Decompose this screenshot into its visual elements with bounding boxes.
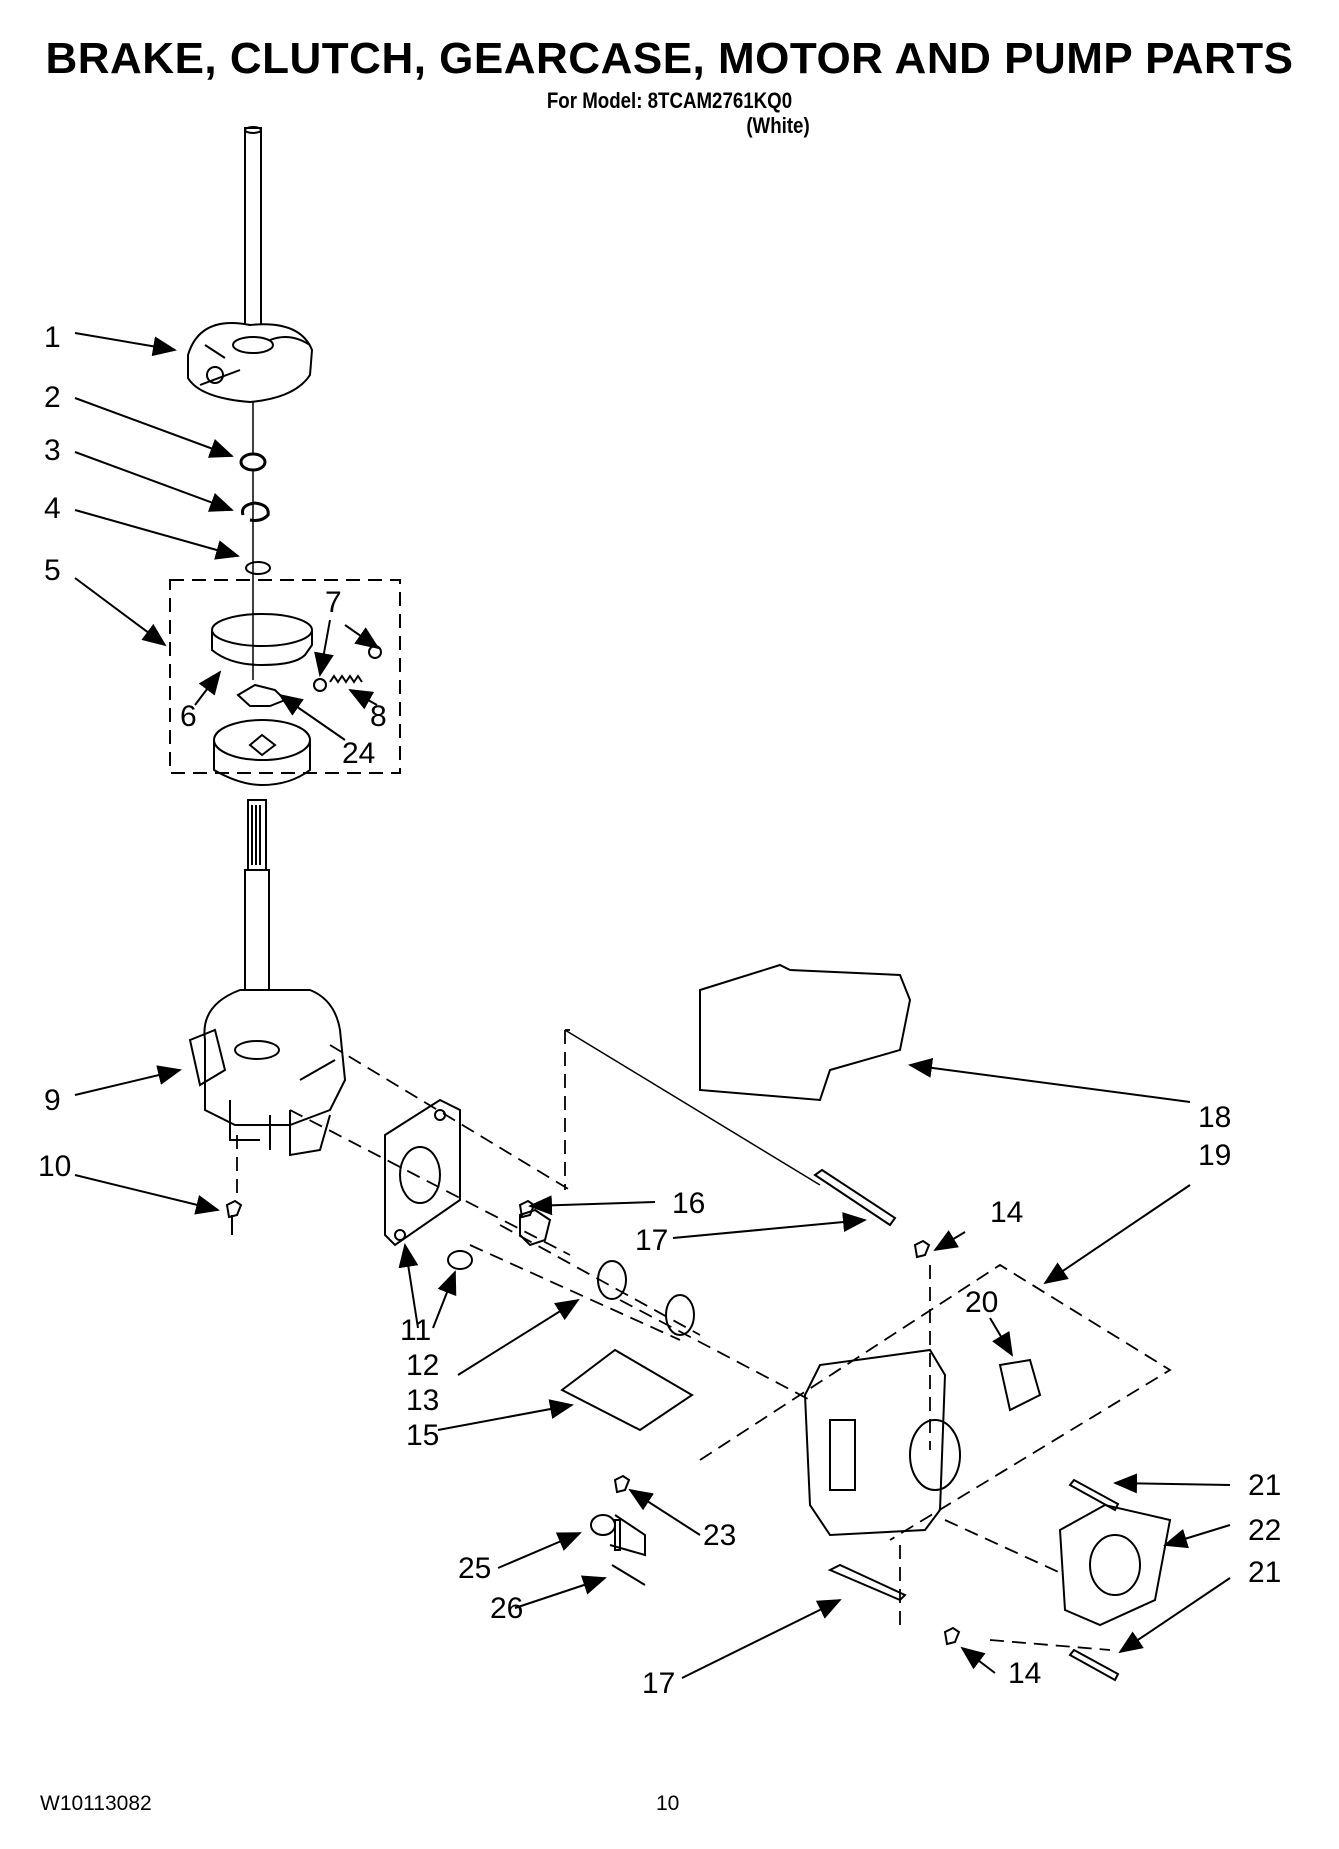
- mounting-plate: [384, 1098, 461, 1247]
- callout-21: 21: [1248, 1469, 1281, 1502]
- leader-lines: [74, 332, 1231, 1679]
- callout-20: 20: [965, 1286, 998, 1319]
- clutch-assembly-box: [169, 579, 401, 774]
- pump-clip: [1068, 1648, 1120, 1682]
- color-line: (White): [746, 113, 810, 138]
- callout-7: 7: [325, 586, 342, 619]
- retaining-clip: [827, 1563, 907, 1602]
- callout-13: 13: [406, 1384, 439, 1417]
- document-number: W10113082: [40, 1792, 152, 1815]
- callout-25: 25: [458, 1552, 491, 1585]
- callout-15: 15: [406, 1419, 439, 1452]
- screw: [943, 1626, 961, 1646]
- pump-clip: [1068, 1478, 1120, 1512]
- isolator-pad: [560, 1348, 694, 1432]
- screw: [518, 1199, 536, 1219]
- page-number: 10: [656, 1792, 680, 1815]
- capacitor-clamp: [590, 1514, 646, 1586]
- washer: [239, 452, 267, 472]
- callout-17: 17: [642, 1667, 675, 1700]
- upper-shaft: [244, 126, 262, 680]
- callout-14: 14: [1008, 1657, 1041, 1690]
- retaining-ring: [241, 501, 270, 522]
- callout-16: 16: [672, 1187, 705, 1220]
- callout-12: 12: [406, 1349, 439, 1382]
- callout-9: 9: [44, 1084, 61, 1117]
- pump: [1058, 1503, 1172, 1627]
- callout-1: 1: [44, 321, 61, 354]
- retaining-clip: [813, 1168, 897, 1227]
- callout-14: 14: [990, 1196, 1023, 1229]
- model-line: For Model: 8TCAM2761KQ0: [546, 88, 793, 113]
- callout-10: 10: [38, 1150, 71, 1183]
- callout-19: 19: [1198, 1139, 1231, 1172]
- gearcase: [188, 989, 347, 1157]
- motor-shield: [699, 963, 912, 1102]
- callout-17: 17: [635, 1224, 668, 1257]
- callout-23: 23: [703, 1519, 736, 1552]
- clutch-drum: [213, 683, 311, 787]
- screw: [913, 1239, 931, 1259]
- callout-5: 5: [44, 554, 61, 587]
- screw: [225, 1199, 243, 1235]
- callout-3: 3: [44, 434, 61, 467]
- snap-ring: [245, 561, 271, 575]
- callout-2: 2: [44, 381, 61, 414]
- callout-26: 26: [490, 1592, 523, 1625]
- callout-21: 21: [1248, 1556, 1281, 1589]
- callout-4: 4: [44, 492, 61, 525]
- drive-motor: [803, 1348, 961, 1537]
- page-title: BRAKE, CLUTCH, GEARCASE, MOTOR AND PUMP …: [45, 34, 1294, 83]
- callout-11: 11: [400, 1314, 431, 1347]
- screw: [613, 1474, 631, 1494]
- assembly-lines: [236, 1029, 1172, 1651]
- callout-8: 8: [370, 700, 387, 733]
- callout-6: 6: [180, 700, 197, 733]
- callout-22: 22: [1248, 1514, 1281, 1547]
- motor-switch: [998, 1358, 1042, 1412]
- brake-assembly: [187, 322, 314, 404]
- callout-24: 24: [342, 737, 375, 770]
- clutch-band: [211, 613, 313, 667]
- callout-18: 18: [1198, 1101, 1231, 1134]
